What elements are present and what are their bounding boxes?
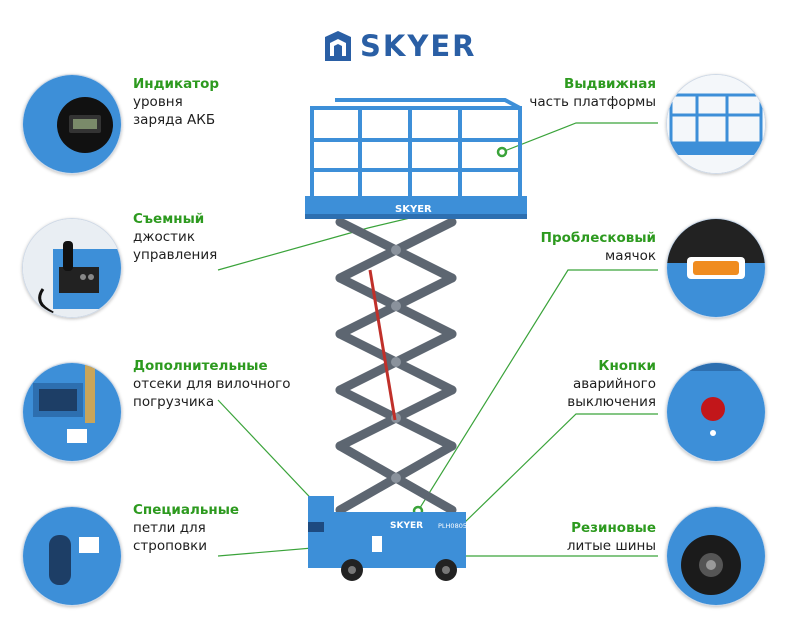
model-label: PLH0805	[438, 522, 467, 530]
forklift-pocket-detail	[22, 362, 122, 462]
platform-brand: SKYER	[395, 204, 432, 215]
lifting-loop-title: Специальные	[133, 502, 240, 518]
joystick-title: Съемный	[133, 211, 205, 227]
battery-indicator-title: Индикатор	[133, 76, 220, 92]
extension-platform-detail	[666, 74, 766, 174]
emergency-stop-label: Кнопки аварийного выключения	[567, 358, 656, 410]
lifting-loop-detail	[22, 506, 122, 606]
forklift-pocket-label: Дополнительные отсеки для вилочного погр…	[133, 358, 291, 410]
tire-detail	[666, 506, 766, 606]
battery-indicator-label: Индикатор уровня заряда АКБ	[133, 76, 220, 128]
lifting-loop-label: Специальные петли для строповки	[133, 502, 240, 554]
platform-railing	[310, 98, 522, 202]
beacon-label: Проблесковый маячок	[540, 230, 656, 264]
tire-label: Резиновые литые шины	[566, 520, 656, 554]
brand-logo: SKYER	[325, 28, 477, 64]
extension-platform-label: Выдвижная часть платформы	[529, 76, 656, 110]
battery-indicator-detail	[22, 74, 122, 174]
emergency-stop-detail	[666, 362, 766, 462]
logo-mark-icon	[325, 31, 351, 61]
platform-deck	[305, 196, 527, 218]
emergency-stop-title: Кнопки	[598, 358, 656, 374]
chassis	[308, 512, 466, 568]
beacon-title: Проблесковый	[540, 230, 656, 246]
joystick-label: Съемный джостик управления	[133, 211, 218, 263]
beacon-detail	[666, 218, 766, 318]
tire-title: Резиновые	[571, 520, 656, 536]
extension-platform-title: Выдвижная	[564, 76, 656, 92]
joystick-detail	[22, 218, 122, 318]
forklift-pocket-title: Дополнительные	[133, 358, 268, 374]
brand-name: SKYER	[360, 29, 477, 63]
chassis-brand: SKYER	[390, 521, 423, 531]
